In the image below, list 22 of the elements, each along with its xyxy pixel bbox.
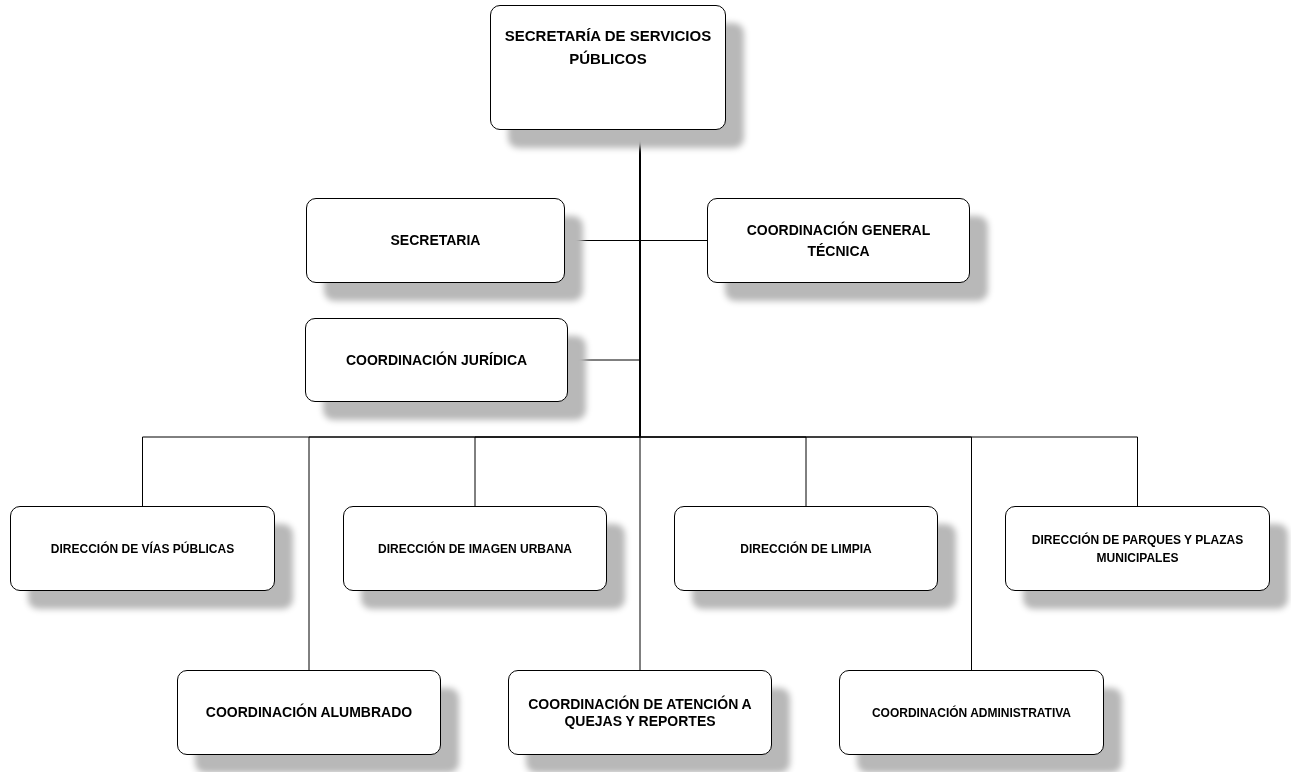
org-box — [10, 506, 275, 591]
box-label: COORDINACIÓN DE ATENCIÓN A QUEJAS Y REPORTES — [527, 695, 753, 730]
org-box — [343, 506, 607, 591]
box-label: DIRECCIÓN DE VÍAS PÚBLICAS — [50, 540, 235, 558]
box-label: COORDINACIÓN JURÍDICA — [345, 350, 528, 370]
box-label: SECRETARÍA DE SERVICIOS PÚBLICOS — [503, 26, 713, 69]
org-box — [490, 5, 726, 130]
box-label: DIRECCIÓN DE PARQUES Y PLAZAS MUNICIPALES — [1030, 531, 1245, 567]
box-label: COORDINACIÓN ALUMBRADO — [205, 702, 413, 722]
box-label: COORDINACIÓN ADMINISTRATIVA — [871, 704, 1072, 722]
org-box — [508, 670, 772, 755]
box-label: SECRETARIA — [390, 231, 481, 250]
org-box — [1005, 506, 1270, 591]
org-box — [707, 198, 970, 283]
org-box — [306, 198, 565, 283]
org-box — [305, 318, 568, 402]
box-label: COORDINACIÓN GENERAL TÉCNICA — [745, 220, 932, 261]
box-label: DIRECCIÓN DE LIMPIA — [740, 540, 872, 558]
org-box — [674, 506, 938, 591]
box-label: DIRECCIÓN DE IMAGEN URBANA — [378, 540, 572, 558]
org-box — [839, 670, 1104, 755]
org-box — [177, 670, 441, 755]
